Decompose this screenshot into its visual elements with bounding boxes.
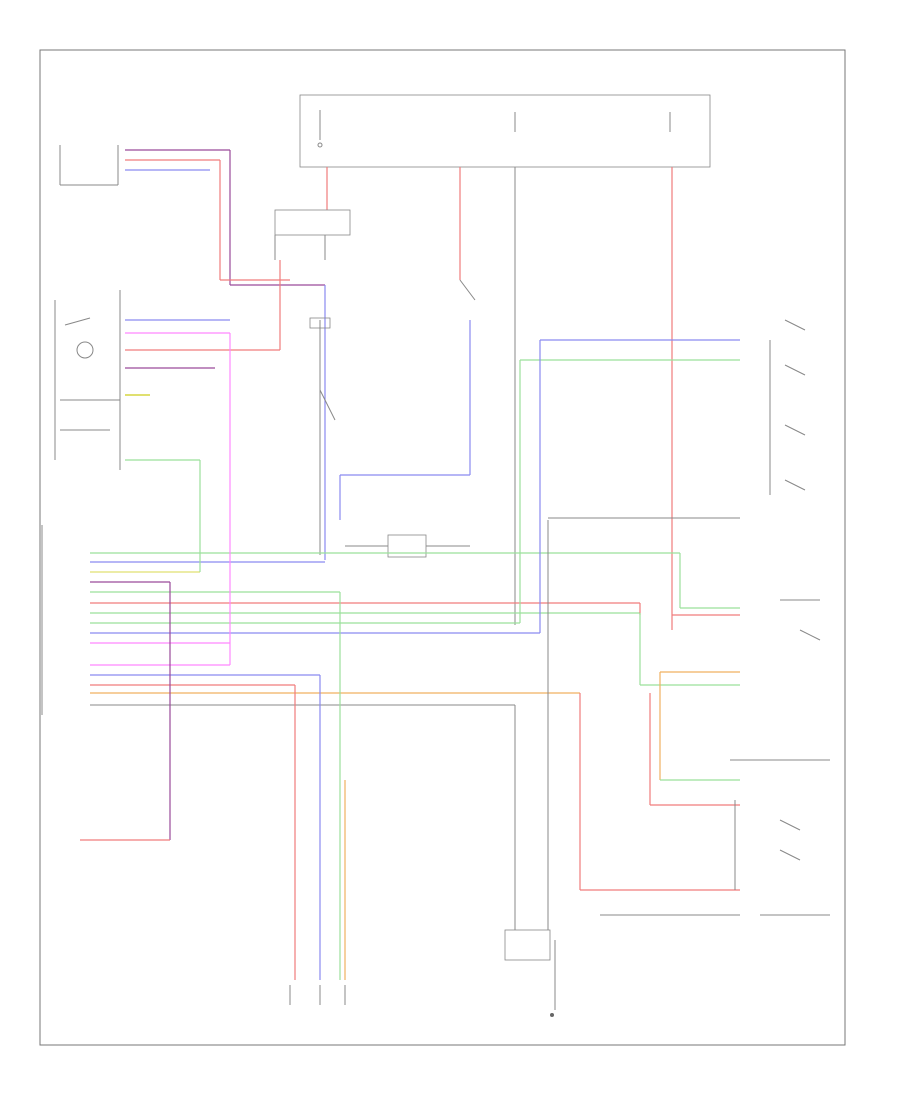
cruise-control-main-relay bbox=[345, 534, 470, 558]
diagram-frame bbox=[39, 49, 846, 1046]
cruise-control-module-harness bbox=[41, 525, 680, 715]
combination-switch bbox=[54, 290, 280, 470]
power-feed-wires bbox=[326, 167, 673, 630]
center-control-wires bbox=[279, 260, 476, 560]
bottom-connectors bbox=[289, 929, 556, 1017]
instrument-panel-fuse-box bbox=[299, 94, 711, 168]
cruise-control-relay bbox=[274, 209, 351, 260]
lower-vertical-wires bbox=[80, 333, 740, 980]
vehicle-speed-sensor bbox=[59, 145, 325, 286]
cruise-control-switch-wires bbox=[519, 319, 806, 633]
right-harness-wires bbox=[600, 553, 830, 916]
